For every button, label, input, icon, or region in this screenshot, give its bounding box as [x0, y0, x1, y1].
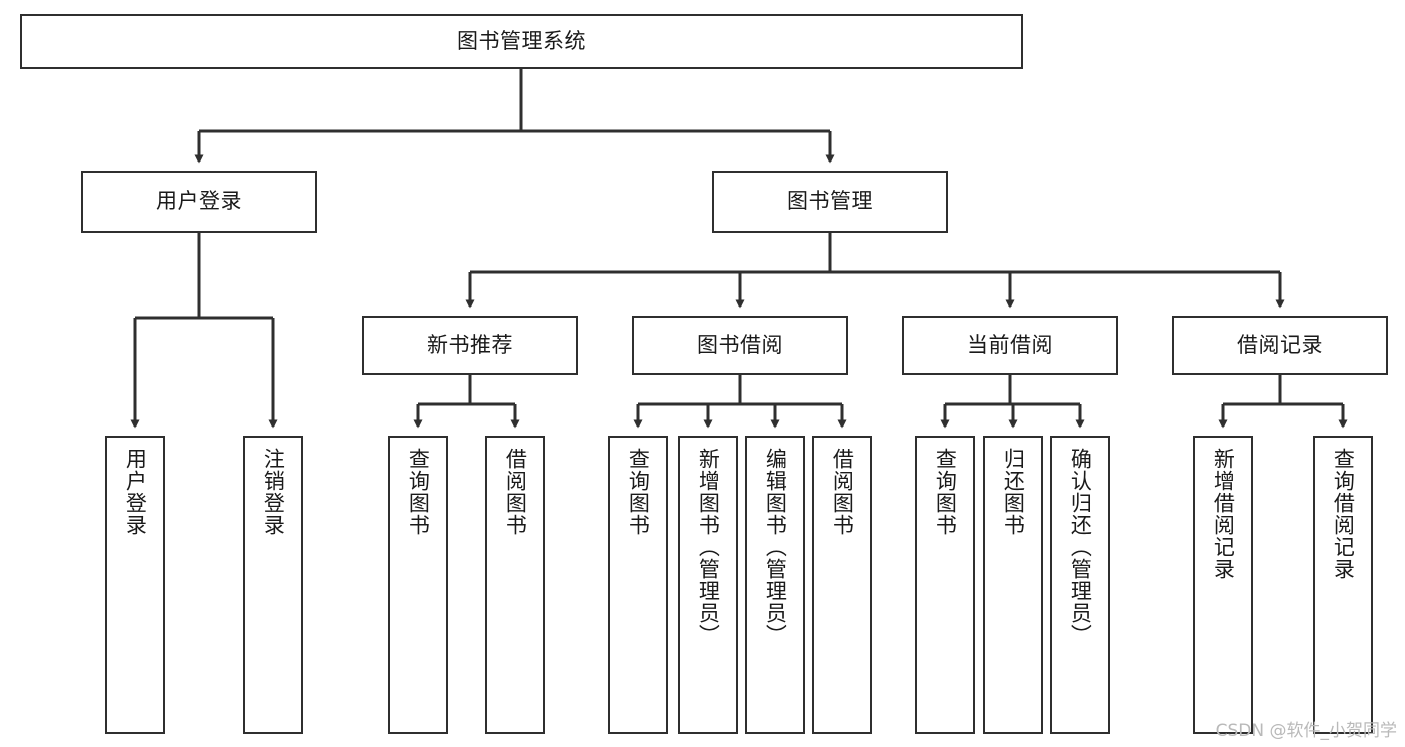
node-new-book-recommend[interactable]: 新书推荐	[362, 316, 578, 375]
node-book-manage[interactable]: 图书管理	[712, 171, 948, 233]
node-leaf-borrow-book-2[interactable]: 借阅图书	[812, 436, 872, 734]
node-current-borrow[interactable]: 当前借阅	[902, 316, 1118, 375]
node-leaf-edit-book-admin-label: 编辑图书（管理员）	[763, 448, 788, 646]
node-leaf-query-book-1[interactable]: 查询图书	[388, 436, 448, 734]
node-leaf-user-login-label: 用户登录	[123, 448, 148, 536]
node-book-manage-label: 图书管理	[787, 189, 873, 214]
node-book-borrow[interactable]: 图书借阅	[632, 316, 848, 375]
node-leaf-logout-login[interactable]: 注销登录	[243, 436, 303, 734]
node-leaf-confirm-return-admin-label: 确认归还（管理员）	[1068, 448, 1093, 646]
csdn-watermark: CSDN @软件_小贺同学	[1215, 721, 1397, 741]
node-leaf-borrow-book-1[interactable]: 借阅图书	[485, 436, 545, 734]
node-book-borrow-label: 图书借阅	[697, 332, 783, 357]
node-leaf-query-book-3-label: 查询图书	[933, 448, 958, 536]
node-leaf-add-book-admin[interactable]: 新增图书（管理员）	[678, 436, 738, 734]
node-borrow-record-label: 借阅记录	[1237, 332, 1323, 357]
node-leaf-return-book[interactable]: 归还图书	[983, 436, 1043, 734]
node-leaf-add-record-label: 新增借阅记录	[1211, 448, 1236, 580]
node-root[interactable]: 图书管理系统	[20, 14, 1023, 69]
node-leaf-logout-login-label: 注销登录	[261, 448, 286, 536]
node-leaf-edit-book-admin[interactable]: 编辑图书（管理员）	[745, 436, 805, 734]
node-leaf-borrow-book-1-label: 借阅图书	[503, 448, 528, 536]
node-leaf-query-record-label: 查询借阅记录	[1331, 448, 1356, 580]
node-user-login[interactable]: 用户登录	[81, 171, 317, 233]
node-leaf-borrow-book-2-label: 借阅图书	[830, 448, 855, 536]
node-leaf-query-book-2-label: 查询图书	[626, 448, 651, 536]
node-leaf-query-book-3[interactable]: 查询图书	[915, 436, 975, 734]
node-leaf-query-record[interactable]: 查询借阅记录	[1313, 436, 1373, 734]
node-leaf-query-book-1-label: 查询图书	[406, 448, 431, 536]
node-user-login-label: 用户登录	[156, 189, 242, 214]
node-leaf-add-book-admin-label: 新增图书（管理员）	[696, 448, 721, 646]
node-borrow-record[interactable]: 借阅记录	[1172, 316, 1388, 375]
node-root-label: 图书管理系统	[457, 28, 586, 53]
node-leaf-user-login[interactable]: 用户登录	[105, 436, 165, 734]
node-new-book-recommend-label: 新书推荐	[427, 332, 513, 357]
node-leaf-confirm-return-admin[interactable]: 确认归还（管理员）	[1050, 436, 1110, 734]
node-leaf-add-record[interactable]: 新增借阅记录	[1193, 436, 1253, 734]
node-leaf-return-book-label: 归还图书	[1001, 448, 1026, 536]
node-current-borrow-label: 当前借阅	[967, 332, 1053, 357]
node-leaf-query-book-2[interactable]: 查询图书	[608, 436, 668, 734]
